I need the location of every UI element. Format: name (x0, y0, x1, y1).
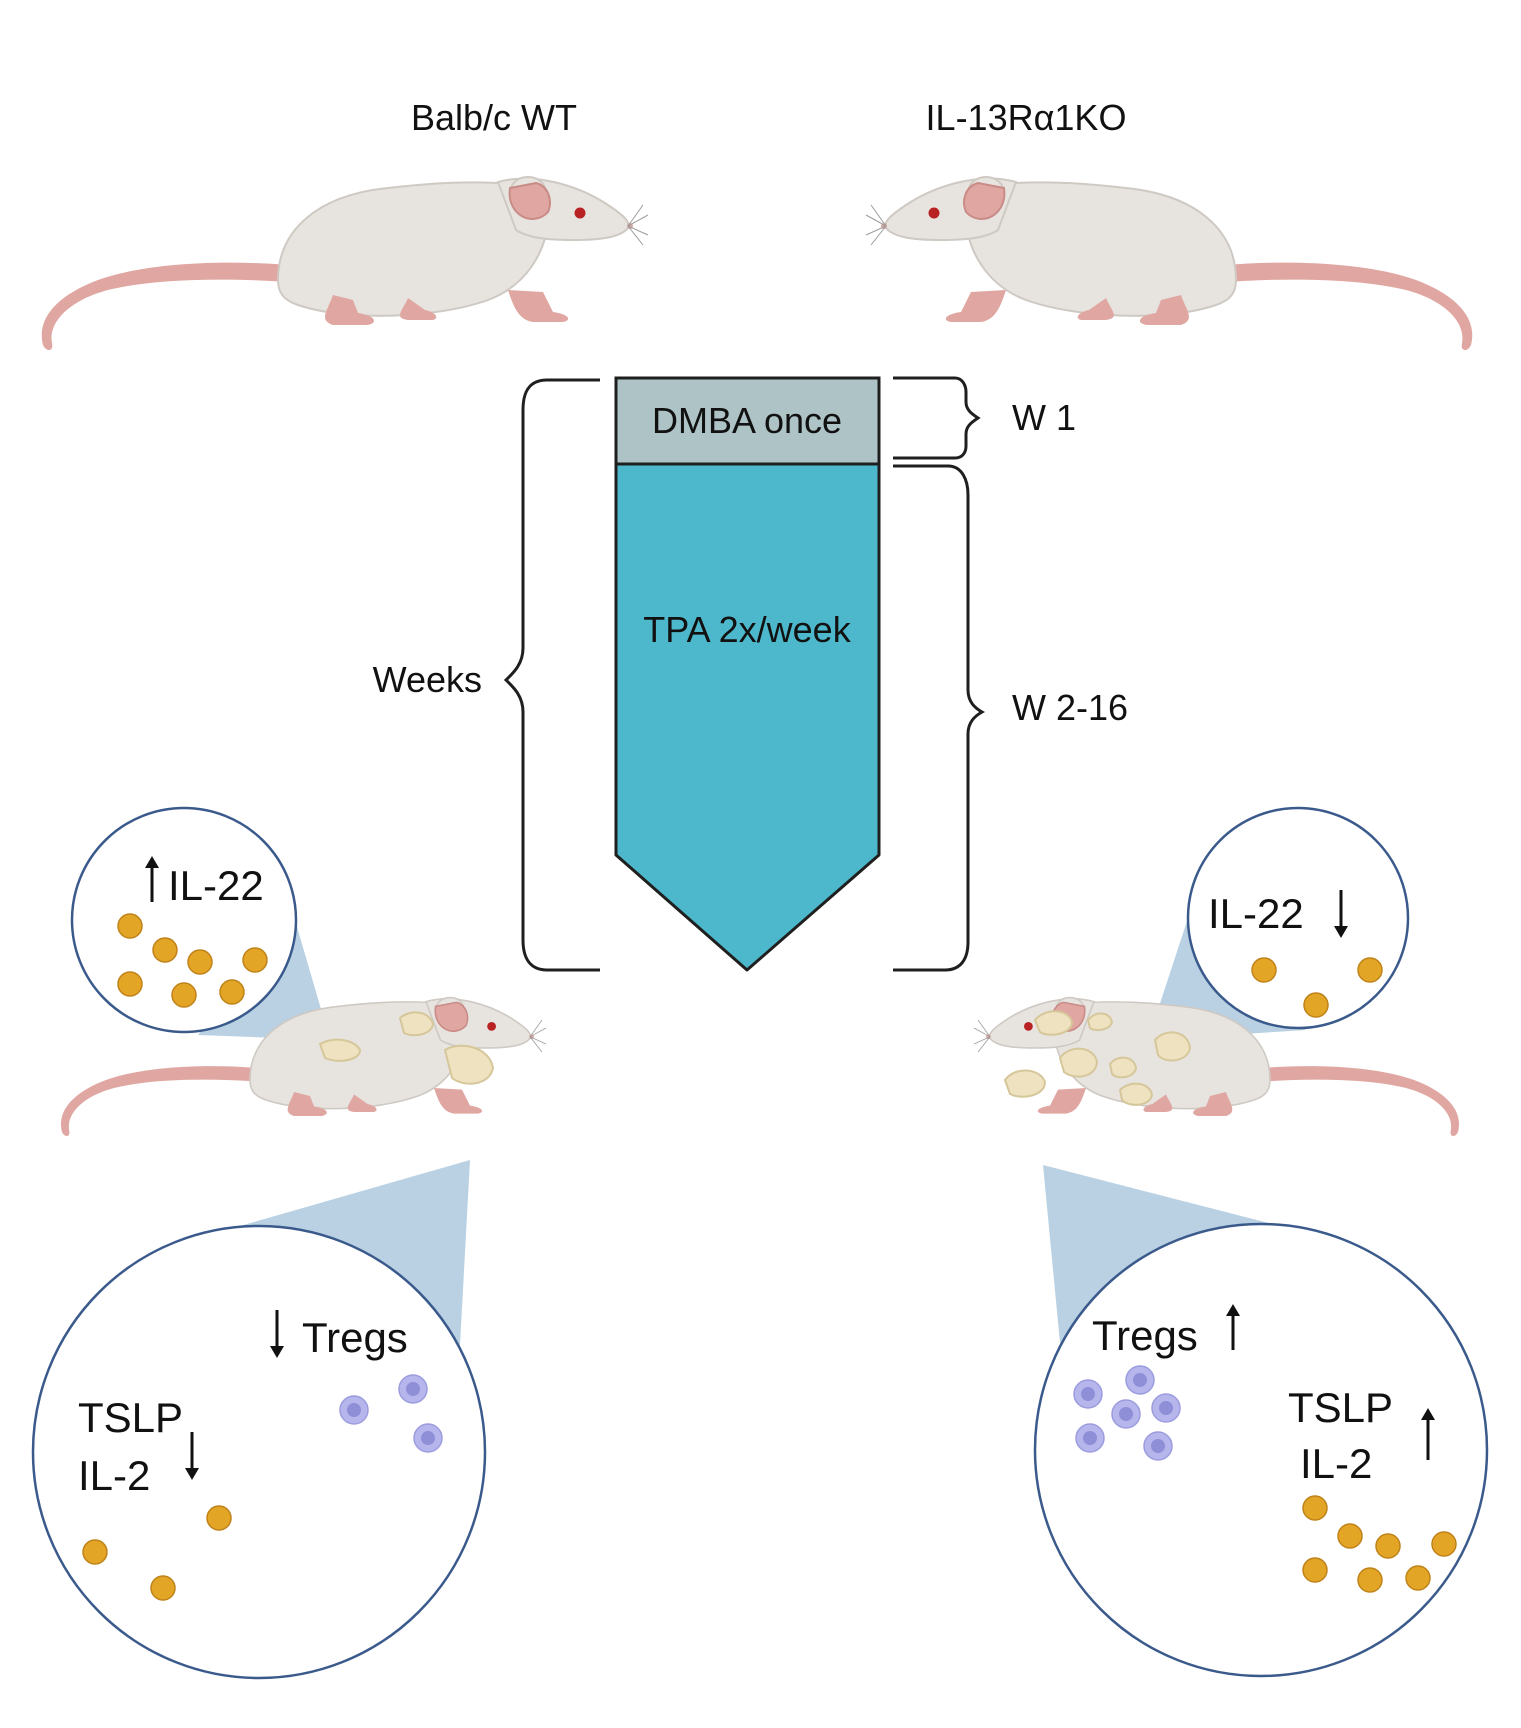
ko-il2-label: IL-2 (1300, 1440, 1372, 1487)
wt-group-label: Balb/c WT (411, 97, 577, 138)
wt-tregs-label: Tregs (302, 1314, 408, 1361)
weeks-2-16-label: W 2-16 (1012, 687, 1128, 728)
wt-tregs-down-arrow (270, 1310, 284, 1358)
wt-mouse-illustration (40, 176, 650, 352)
week1-label: W 1 (1012, 397, 1076, 438)
weeks-brace (503, 378, 600, 972)
tpa-step-arrow (614, 462, 881, 972)
week1-brace (893, 376, 981, 460)
ko-tslp-il2-up-arrow (1421, 1408, 1435, 1460)
ko-tregs-up-arrow (1226, 1304, 1240, 1350)
ko-il22-down-arrow (1334, 890, 1348, 938)
weeks-2-16-brace (893, 464, 986, 972)
ko-treated-mouse-illustration (973, 996, 1460, 1137)
ko-tslp-label: TSLP (1288, 1384, 1393, 1431)
wt-tslp-il2-cytokine-dots (82, 1505, 232, 1601)
ko-il22-cytokine-dots (1251, 957, 1383, 1018)
wt-treg-cells (339, 1374, 443, 1453)
ko-mouse-illustration (865, 176, 1474, 352)
wt-systemic-zoom-circle (31, 1224, 487, 1680)
ko-group-label: IL-13Rα1KO (926, 97, 1127, 138)
wt-tslp-il2-down-arrow (185, 1432, 199, 1480)
wt-treated-mouse-illustration (60, 996, 547, 1137)
ko-tslp-il2-cytokine-dots (1302, 1495, 1457, 1593)
wt-il22-up-arrow (145, 856, 159, 902)
weeks-axis-label: Weeks (373, 659, 482, 700)
ko-il22-label: IL-22 (1208, 890, 1304, 937)
dmba-step-label: DMBA once (652, 400, 842, 441)
ko-treg-cells (1073, 1365, 1181, 1461)
ko-tregs-label: Tregs (1092, 1312, 1198, 1359)
wt-il22-label: IL-22 (168, 862, 264, 909)
wt-il2-label: IL-2 (78, 1452, 150, 1499)
wt-il22-cytokine-dots (117, 913, 268, 1008)
ko-skin-zoom-circle (1186, 806, 1410, 1030)
dmba-step-box (614, 376, 881, 466)
ko-systemic-zoom-circle (1033, 1222, 1489, 1678)
wt-tslp-label: TSLP (78, 1394, 183, 1441)
tpa-step-label: TPA 2x/week (643, 609, 851, 650)
